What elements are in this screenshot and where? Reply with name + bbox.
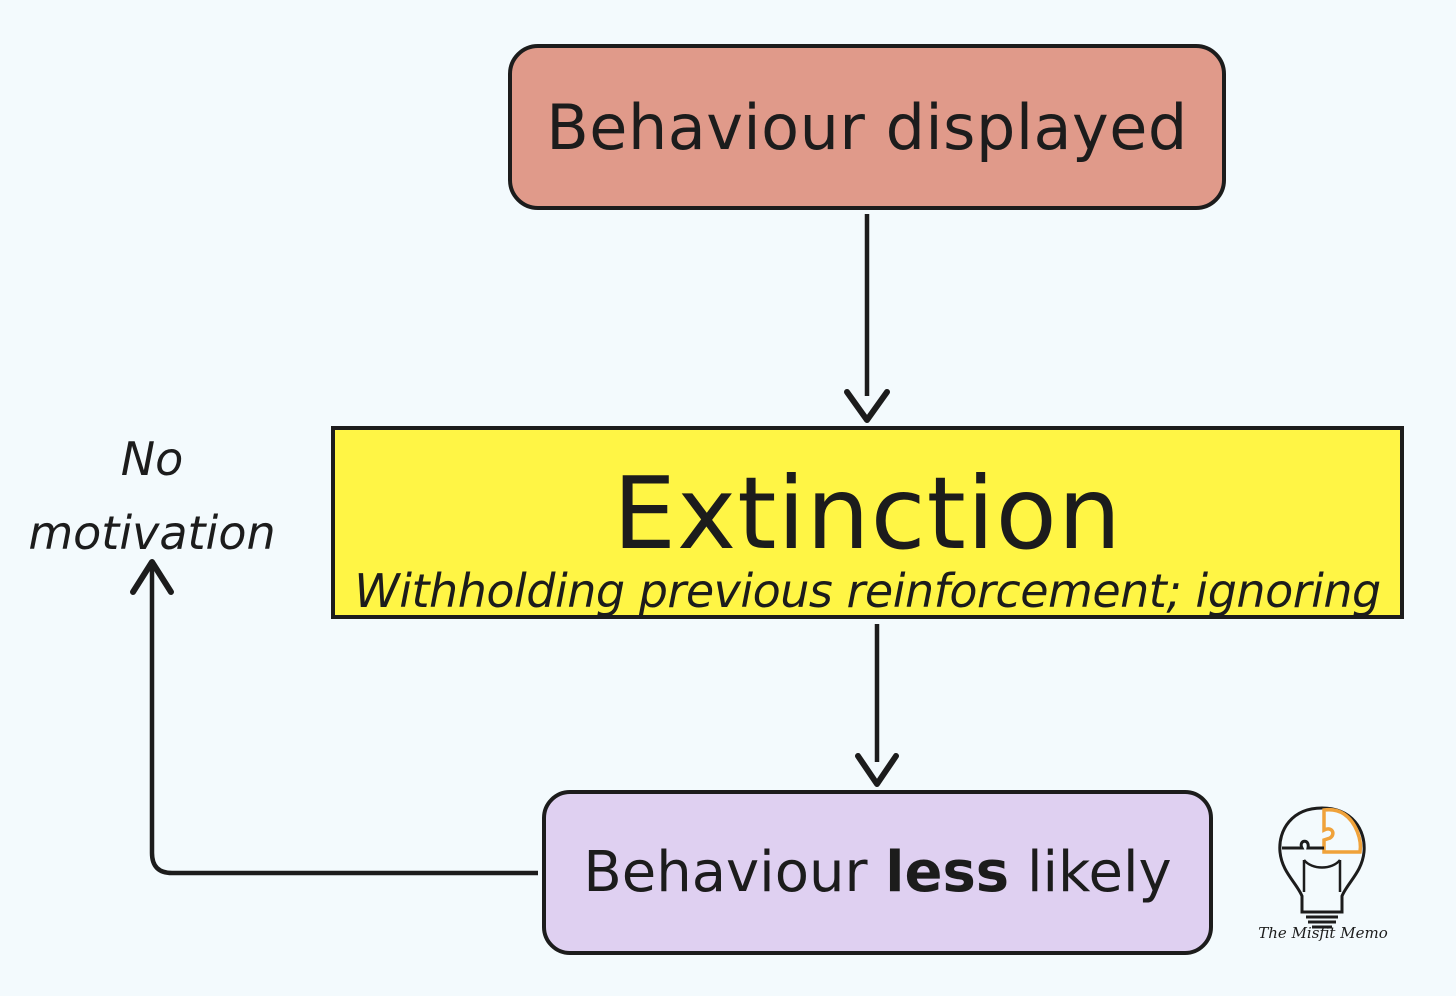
node-bottom-label-post: likely <box>1009 840 1172 905</box>
side-label-line2: motivation <box>28 506 276 560</box>
arrowhead-bottom <box>855 753 899 787</box>
node-bottom-label-strong: less <box>885 840 1010 905</box>
side-label-no-motivation: No motivation <box>20 422 284 570</box>
logo-text: The Misfit Memo <box>1258 924 1388 942</box>
arrowhead-middle <box>844 389 890 423</box>
node-bottom-label-pre: Behaviour <box>583 840 886 905</box>
arrow-bottom-to-side-label <box>149 566 538 876</box>
node-behaviour-displayed-label: Behaviour displayed <box>546 90 1188 164</box>
node-behaviour-less-likely: Behaviour less likely <box>542 790 1213 955</box>
side-label-line1: No <box>120 432 184 486</box>
node-behaviour-displayed: Behaviour displayed <box>508 44 1226 210</box>
node-extinction-title: Extinction <box>612 455 1123 572</box>
node-extinction-subtitle: Withholding previous reinforcement; igno… <box>354 564 1381 618</box>
lightbulb-puzzle-logo-icon <box>1278 806 1366 929</box>
node-extinction: Extinction Withholding previous reinforc… <box>331 426 1404 619</box>
arrowhead-side-label <box>130 559 174 595</box>
